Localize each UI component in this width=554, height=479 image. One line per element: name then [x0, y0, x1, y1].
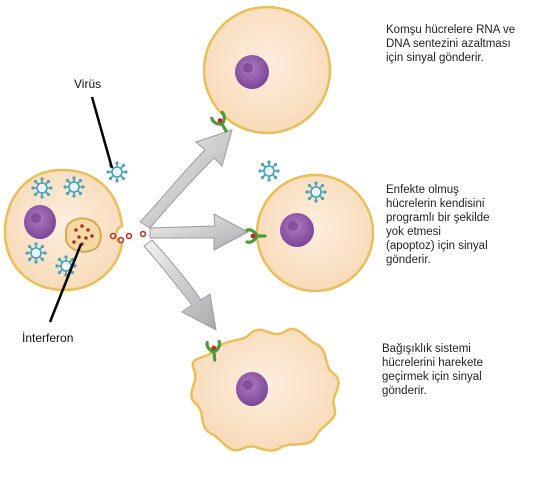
- virus-inside-3: [24, 241, 48, 265]
- caption-bottom: Bağışıklık sistemi hücrelerini harekete …: [382, 343, 484, 397]
- neighbor-cell-middle: [245, 173, 375, 293]
- virus-middle-outside: [257, 159, 281, 183]
- virus-label: Virüs: [74, 77, 102, 91]
- interferon-dots: [72, 224, 94, 246]
- neighbor-cell-top: [202, 5, 332, 136]
- virus-middle-inside: [304, 180, 328, 204]
- middle-cell-nucleus: [280, 213, 314, 247]
- arrow-to-bottom-cell: [143, 239, 217, 331]
- arrow-to-middle-cell: [149, 213, 250, 251]
- released-interferon: [109, 230, 147, 244]
- arrow-to-top-cell: [139, 129, 233, 229]
- caption-top: Komşu hücrelere RNA ve DNA sentezini aza…: [386, 24, 516, 64]
- interferon-vesicle: [65, 217, 102, 253]
- immune-cell-bottom: [190, 327, 340, 452]
- interferon-label: İnterferon: [22, 331, 74, 345]
- infected-cell: [3, 168, 124, 292]
- infected-cell-nucleus: [24, 205, 56, 239]
- virus-inside-1: [30, 176, 54, 200]
- virus-inside-2: [62, 175, 86, 199]
- interferon-pointer-line: [48, 243, 83, 323]
- virus-outside: [105, 160, 129, 184]
- caption-middle: Enfekte olmuş hücrelerin kendisini progr…: [386, 184, 490, 266]
- virus-pointer-line: [90, 96, 114, 169]
- top-cell-nucleus: [235, 55, 269, 89]
- bottom-cell-nucleus: [236, 372, 268, 406]
